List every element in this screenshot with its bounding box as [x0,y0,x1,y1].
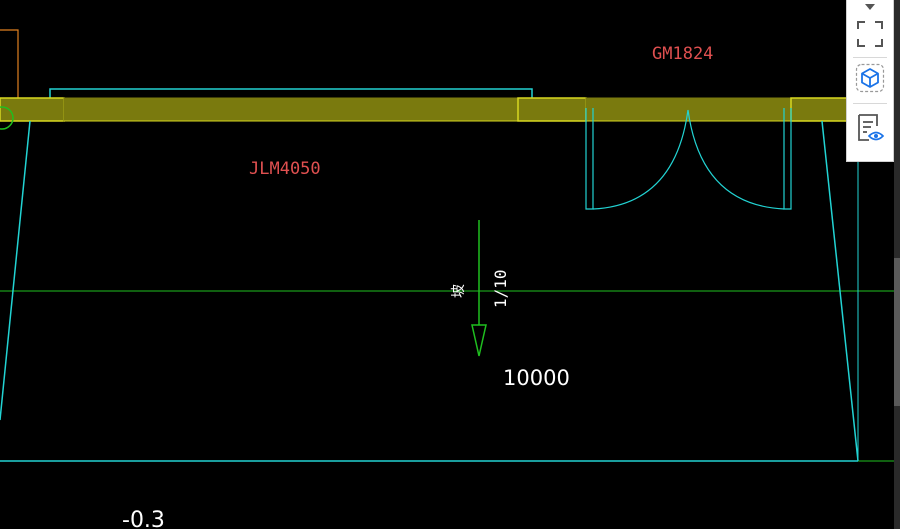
door-label-jlm4050: JLM4050 [249,159,321,179]
wall-segment [585,97,792,122]
door-left-jamb [585,108,594,210]
3d-view-icon[interactable] [847,58,893,98]
orange-column-outline [0,29,19,98]
elevation-label: -0.3 [122,508,165,529]
menu-caret-icon[interactable] [847,0,893,14]
axis-marker-circle [0,106,14,130]
door-right-jamb [783,108,792,210]
wall-segment [517,97,587,122]
fullscreen-icon[interactable] [847,14,893,54]
toolbar-separator [853,103,887,104]
slope-ratio-label: 1/10 [491,269,510,308]
ramp-right-edge [821,120,859,462]
view-toolbar [846,0,894,162]
door-swing-arc-right [687,109,785,210]
toolbar-separator [853,57,887,58]
scrollbar-thumb[interactable] [894,258,900,406]
door-frame-top [49,88,533,98]
door-label-gm1824: GM1824 [652,44,713,64]
slope-arrow-head [471,324,487,357]
ramp-left-edge [0,120,31,421]
wall-segment [790,97,852,122]
slope-glyph-label: 坡 [451,284,467,298]
door-swing-arc-left [592,109,689,210]
wall-segment [63,97,519,122]
properties-view-icon[interactable] [847,108,893,148]
dimension-label: 10000 [503,366,570,390]
